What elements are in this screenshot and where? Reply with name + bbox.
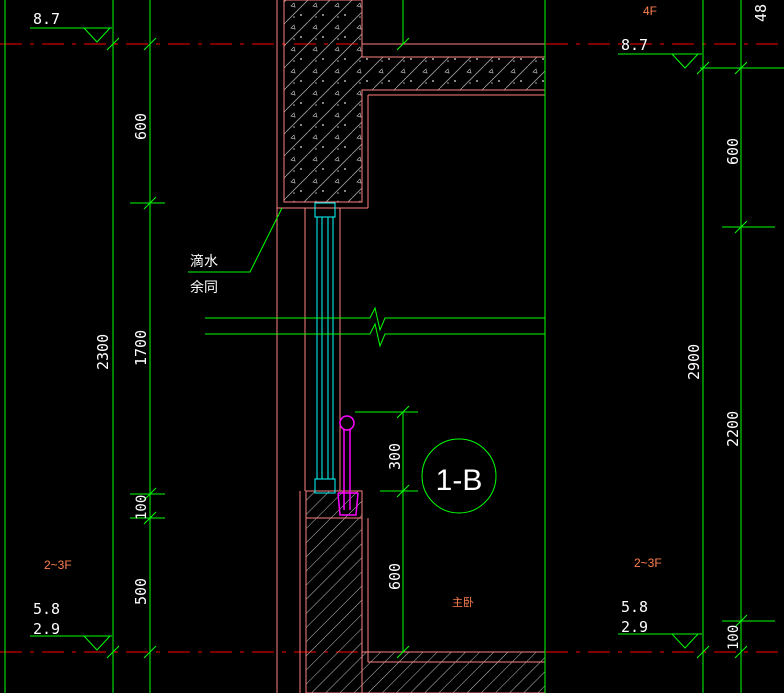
dim-left-upper: 600	[132, 113, 150, 140]
left-dimension-lines	[4, 0, 165, 693]
annotation-leader	[188, 207, 283, 273]
center-dimension-lines	[355, 0, 418, 659]
dim-left-small: 100	[134, 495, 150, 520]
left-level-marks	[30, 27, 112, 651]
window-frame	[314, 202, 336, 494]
dim-left-middle: 1700	[132, 330, 150, 366]
axis-lines	[0, 43, 784, 653]
right-level-top: 8.7	[621, 36, 648, 54]
dim-right-total: 2900	[685, 344, 703, 380]
annotation-line2: 余同	[190, 279, 218, 295]
section-marker: 1-B	[421, 438, 497, 514]
right-floor-top: 4F	[643, 4, 657, 18]
dim-left-lower: 500	[132, 578, 150, 605]
dim-right-top-cut: 48	[752, 4, 770, 22]
dim-right-lower: 100	[726, 625, 742, 650]
annotation-line1: 滴水	[190, 253, 218, 269]
dim-left-total: 2300	[94, 334, 112, 370]
dim-right-upper: 600	[724, 138, 742, 165]
dim-center-upper: 300	[386, 443, 404, 470]
break-line	[205, 306, 545, 348]
section-marker-label: 1-B	[436, 464, 483, 497]
right-level-bottom-upper: 5.8	[621, 598, 648, 616]
right-floor-label: 2~3F	[634, 556, 662, 570]
railing	[337, 415, 359, 516]
room-label: 主卧	[452, 596, 474, 609]
lower-brick-wall	[299, 490, 546, 693]
right-level-marks	[618, 53, 702, 649]
right-dimension-lines	[696, 0, 784, 693]
left-level-top: 8.7	[33, 10, 60, 28]
dim-center-lower: 600	[386, 563, 404, 590]
left-floor-label: 2~3F	[44, 558, 72, 572]
dim-right-middle: 2200	[724, 411, 742, 447]
upper-concrete-wall	[277, 0, 546, 209]
right-level-bottom-lower: 2.9	[621, 618, 648, 636]
left-level-bottom-lower: 2.9	[33, 620, 60, 638]
window-opening-lines	[304, 208, 341, 491]
left-level-bottom-upper: 5.8	[33, 600, 60, 618]
